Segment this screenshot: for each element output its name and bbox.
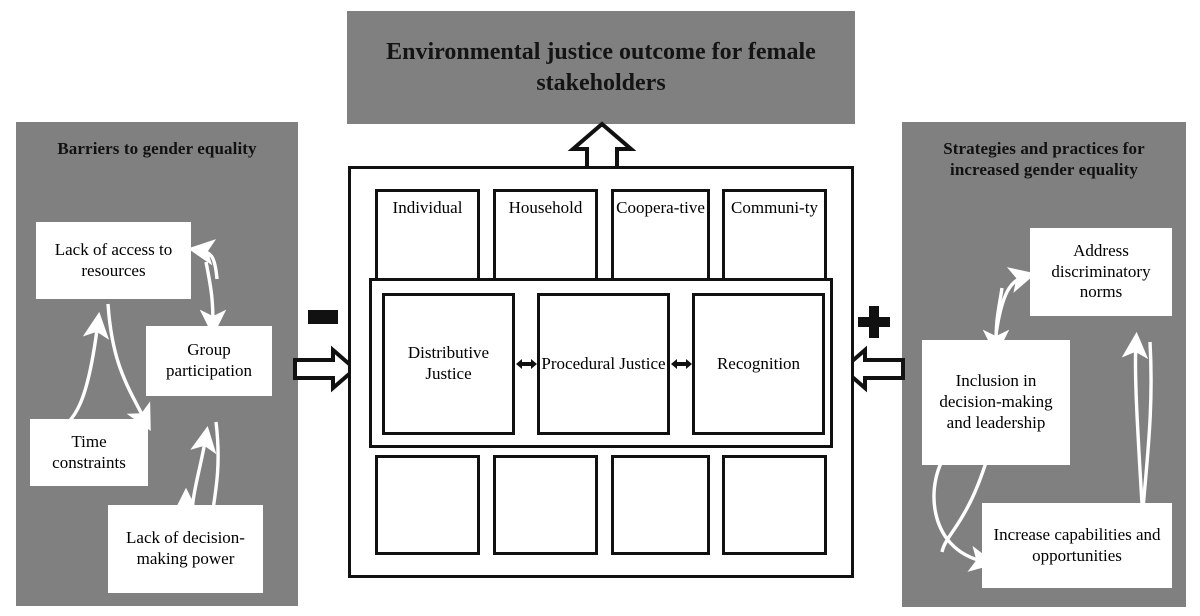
scale-box-community[interactable]: Communi-ty <box>722 189 827 281</box>
scale-box-label: Coopera-tive <box>616 198 705 217</box>
outcome-title-box: Environmental justice outcome for female… <box>347 11 855 124</box>
justice-box-label: Recognition <box>716 353 801 373</box>
strategy-box-label: Inclusion in decision-making and leaders… <box>939 371 1053 432</box>
page-title: Environmental justice outcome for female… <box>386 38 816 96</box>
justice-dimensions-band: Distributive Justice Procedural Justice … <box>369 278 833 448</box>
strategy-box-increase-capabilities[interactable]: Increase capabilities and opportunities <box>982 503 1172 588</box>
justice-box-recognition[interactable]: Recognition <box>692 293 825 435</box>
barrier-box-label: Lack of decision- making power <box>126 528 245 568</box>
justice-box-distributive[interactable]: Distributive Justice <box>382 293 515 435</box>
double-arrow-distributive-procedural <box>516 359 537 369</box>
barrier-box-label: Time constraints <box>52 431 126 472</box>
double-arrow-procedural-recognition <box>671 359 692 369</box>
minus-sign-icon <box>308 310 338 324</box>
barrier-box-lack-of-access[interactable]: Lack of access to resources <box>36 222 191 299</box>
scale-box-household[interactable]: Household <box>493 189 598 281</box>
barrier-box-time-constraints[interactable]: Time constraints <box>30 419 148 486</box>
strategy-box-label: Address discriminatory norms <box>1051 240 1151 302</box>
positive-influence-arrow <box>839 345 905 393</box>
scale-box-label: Communi-ty <box>731 198 818 217</box>
left-panel-heading: Barriers to gender equality <box>57 139 257 158</box>
strategy-box-address-discriminatory-norms[interactable]: Address discriminatory norms <box>1030 228 1172 316</box>
barrier-box-label: Lack of access to resources <box>54 239 173 280</box>
barrier-box-lack-of-decision-making-power[interactable]: Lack of decision- making power <box>108 505 263 593</box>
barrier-box-label: Group participation <box>166 340 252 380</box>
right-panel-heading: Strategies and practices for increased g… <box>943 139 1145 180</box>
upward-flow-arrow <box>567 121 637 171</box>
justice-box-label: Distributive Justice <box>407 343 490 383</box>
barrier-box-group-participation[interactable]: Group participation <box>146 326 272 396</box>
scale-box-cooperative[interactable]: Coopera-tive <box>611 189 710 281</box>
strategy-box-label: Increase capabilities and opportunities <box>993 524 1161 565</box>
bottom-row-box-2[interactable] <box>493 455 598 555</box>
strategy-box-inclusion-in-decision-making[interactable]: Inclusion in decision-making and leaders… <box>922 340 1070 465</box>
scale-box-label: Individual <box>392 198 463 217</box>
bottom-row-box-3[interactable] <box>611 455 710 555</box>
justice-box-procedural[interactable]: Procedural Justice <box>537 293 670 435</box>
bottom-row-box-4[interactable] <box>722 455 827 555</box>
plus-sign-icon <box>858 306 890 338</box>
bottom-row-box-1[interactable] <box>375 455 480 555</box>
negative-influence-arrow <box>293 345 359 393</box>
justice-box-label: Procedural Justice <box>541 353 666 373</box>
scale-box-label: Household <box>508 198 583 217</box>
scale-box-individual[interactable]: Individual <box>375 189 480 281</box>
